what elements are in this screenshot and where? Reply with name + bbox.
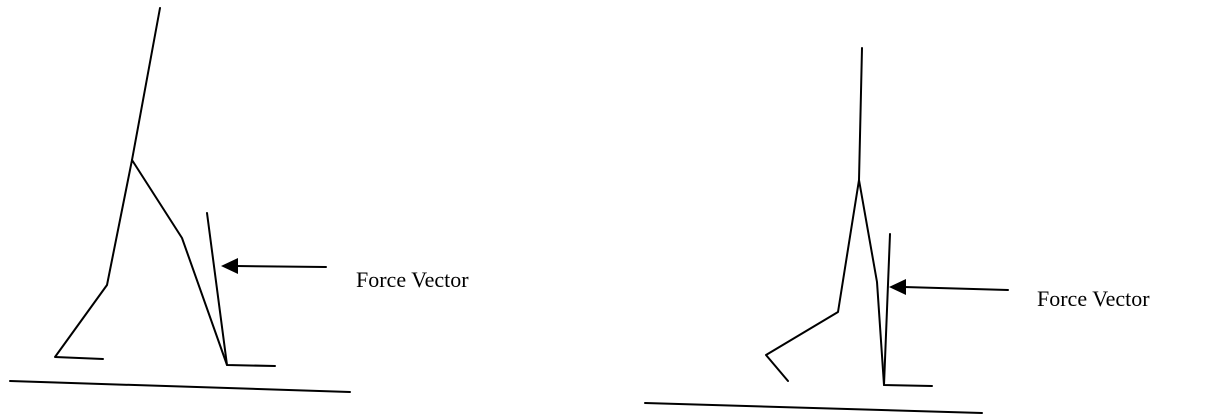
right-panel: Force Vector: [645, 48, 1150, 413]
right-rear-leg-stick: [766, 48, 862, 381]
left-arrow-shaft: [236, 266, 326, 267]
left-ground-line: [10, 381, 350, 392]
left-rear-leg-stick: [55, 8, 160, 359]
right-force-vector-label: Force Vector: [1037, 286, 1150, 311]
right-force-line: [884, 234, 890, 385]
right-arrow-head: [889, 279, 906, 295]
left-front-leg-stick: [132, 160, 275, 366]
right-ground-line: [645, 403, 982, 413]
right-arrow-shaft: [904, 287, 1008, 290]
right-front-leg-stick: [859, 180, 932, 386]
left-arrow-head: [221, 258, 238, 274]
left-force-vector-label: Force Vector: [356, 267, 469, 292]
left-force-line: [207, 213, 227, 365]
left-panel: Force Vector: [10, 8, 469, 392]
